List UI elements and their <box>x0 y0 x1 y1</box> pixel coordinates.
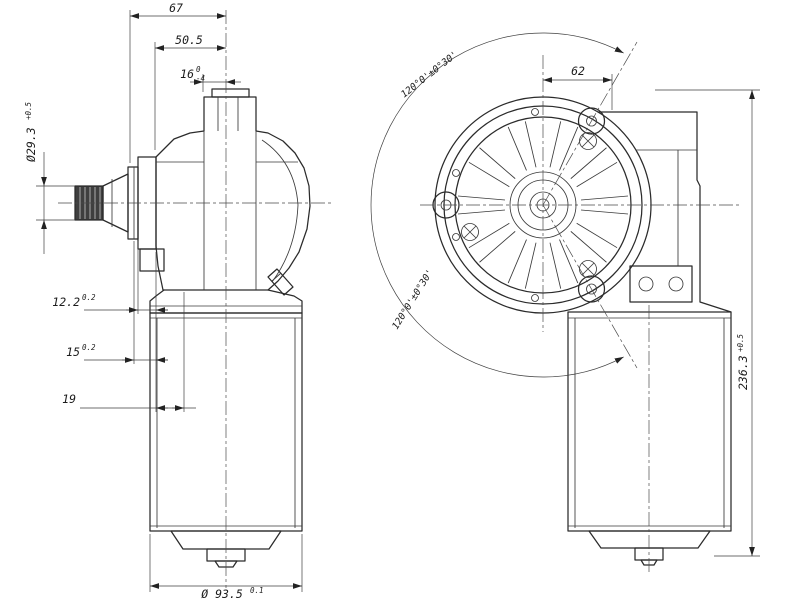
dim-shaft-diameter-tol: +0.5 <box>24 101 33 120</box>
motor-body-inner-lines <box>568 317 731 528</box>
dim-body-diameter: Ø 93.5 0.1 <box>150 583 302 600</box>
dim-total-height-label: 236.3 <box>736 355 750 390</box>
dimensions: 67 50.5 16 0 -4 Ø29.3 +0.5 <box>24 1 760 600</box>
dim-19-label: 19 <box>62 392 76 406</box>
front-view <box>432 96 732 566</box>
end-cap-front-tip <box>640 559 658 566</box>
dim-67-label: 67 <box>169 1 183 15</box>
dim-12-2: 12.2 0.2 <box>52 293 168 313</box>
extension-lines <box>36 10 760 592</box>
brush-port <box>638 276 654 292</box>
dim-total-height: 236.3 +0.5 <box>736 90 755 556</box>
dim-angle-lower-label: 120°0'±0°30' <box>390 268 436 332</box>
screw-head <box>461 223 479 241</box>
brush-port <box>668 276 684 292</box>
dim-62: 62 <box>543 64 612 83</box>
mounting-lug <box>139 248 165 272</box>
dim-50-5-label: 50.5 <box>175 33 203 47</box>
gearbox-housing <box>155 96 311 291</box>
bolt-hole <box>586 115 597 127</box>
dim-shaft-diameter: Ø29.3 +0.5 <box>24 101 47 254</box>
rivet <box>531 294 539 302</box>
dim-67: 67 <box>130 1 226 19</box>
end-cap-tip <box>214 560 238 568</box>
dim-50-5: 50.5 <box>155 33 226 51</box>
dim-shaft-diameter-label: Ø29.3 <box>24 127 38 162</box>
side-view <box>74 88 311 568</box>
dim-body-diameter-label: Ø 93.5 <box>201 587 243 600</box>
connector-block <box>597 111 732 313</box>
bolt-hole <box>586 283 597 295</box>
dim-16: 16 0 -4 <box>180 65 241 85</box>
dim-12-2-label: 12.2 <box>52 295 80 309</box>
dim-total-height-tol: +0.5 <box>736 333 745 352</box>
dim-body-diameter-tol: 0.1 <box>250 586 264 595</box>
bolt-ear <box>577 275 606 303</box>
dim-15: 15 0.2 <box>66 343 168 363</box>
dim-15-tol: 0.2 <box>82 343 96 352</box>
end-cap <box>170 530 282 550</box>
can-inner-lines <box>150 317 302 528</box>
dim-19: 19 <box>62 392 196 411</box>
dim-15-label: 15 <box>66 345 80 359</box>
breather-nipple <box>267 268 294 296</box>
screw-head <box>579 260 597 278</box>
dim-12-2-tol: 0.2 <box>82 293 96 302</box>
dim-16-label: 16 <box>180 67 194 81</box>
dim-62-label: 62 <box>571 64 585 78</box>
nipple-inner-line <box>271 272 282 282</box>
bolt-ear <box>577 107 606 135</box>
rivet <box>452 169 460 177</box>
housing-inner-lines <box>156 97 298 290</box>
dim-angle-upper-label: 120°0'±0°30' <box>399 49 460 100</box>
screw-head <box>579 132 597 150</box>
brush-housing <box>629 265 693 303</box>
rivet <box>531 108 539 116</box>
bolt-axis-upper <box>542 41 638 206</box>
dim-16-tol-lo: -4 <box>196 74 205 83</box>
bolt-axis-lower <box>542 204 638 369</box>
end-cap-front <box>588 530 711 549</box>
housing-inner-curve <box>261 139 299 283</box>
connector-inner-lines <box>636 149 697 266</box>
dim-16-tol-hi: 0 <box>196 65 201 74</box>
rivet <box>452 233 460 241</box>
gearbox-cap <box>211 88 250 98</box>
motor-body-front <box>567 311 732 532</box>
